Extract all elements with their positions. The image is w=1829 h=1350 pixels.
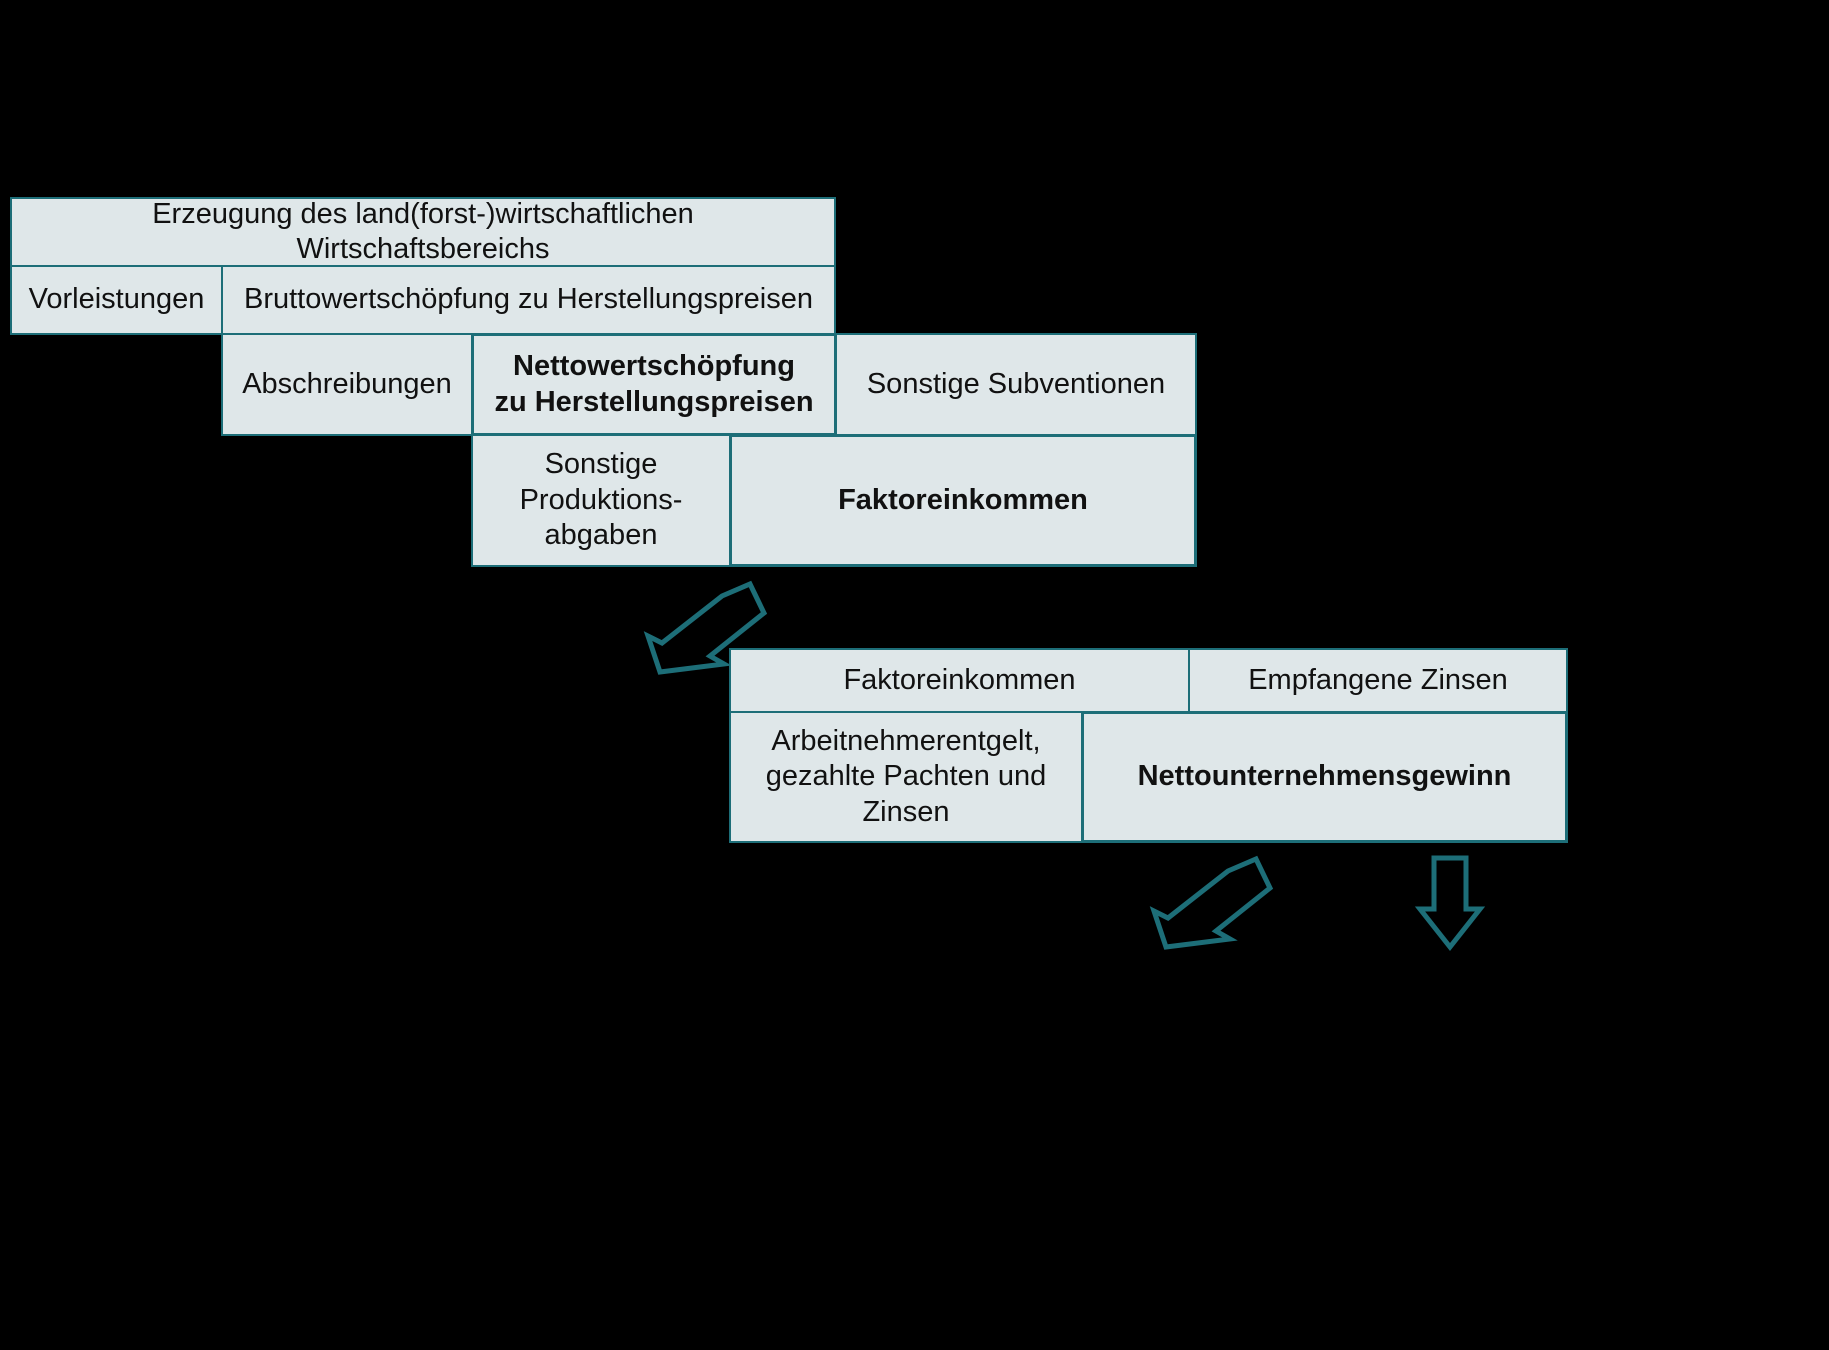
- box-sonstige-produktionsabgaben: Sonstige Produktions- abgaben: [471, 434, 731, 567]
- arrow-nettounternehmensgewinn-down-left: [1118, 855, 1278, 955]
- box-faktoreinkommen-top-label: Faktoreinkommen: [838, 483, 1088, 516]
- arrow-faktoreinkommen-down-left-icon: [643, 580, 768, 675]
- box-nettowertschoepfung: Nettowertschöpfung zu Herstellungspreise…: [471, 333, 837, 436]
- arrow-nettounternehmensgewinn-down-left-icon: [1149, 855, 1274, 950]
- box-sonstige-subventionen-label: Sonstige Subventionen: [866, 367, 1166, 400]
- arrow-nettounternehmensgewinn-down-icon: [1414, 855, 1486, 952]
- box-bruttowertschoepfung: Bruttowertschöpfung zu Herstellungspreis…: [221, 265, 836, 335]
- box-abschreibungen-label: Abschreibungen: [242, 367, 452, 400]
- box-arbeitnehmerentgelt-label: Arbeitnehmerentgelt, gezahlte Pachten un…: [765, 724, 1047, 828]
- box-bruttowertschoepfung-label: Bruttowertschöpfung zu Herstellungspreis…: [243, 283, 814, 316]
- box-nettounternehmensgewinn-label: Nettounternehmensgewinn: [1137, 760, 1512, 793]
- box-faktoreinkommen-top: Faktoreinkommen: [729, 434, 1197, 567]
- box-faktoreinkommen-bottom: Faktoreinkommen: [729, 648, 1190, 713]
- box-abschreibungen: Abschreibungen: [221, 333, 473, 436]
- box-vorleistungen-label: Vorleistungen: [28, 283, 205, 316]
- box-erzeugung-label: Erzeugung des land(forst-)wirtschaftlich…: [152, 197, 694, 265]
- box-sonstige-produktionsabgaben-label: Sonstige Produktions- abgaben: [519, 448, 683, 552]
- box-nettowertschoepfung-label: Nettowertschöpfung zu Herstellungspreise…: [494, 350, 814, 418]
- box-empfangene-zinsen-label: Empfangene Zinsen: [1248, 663, 1508, 696]
- box-empfangene-zinsen: Empfangene Zinsen: [1188, 648, 1568, 713]
- box-nettounternehmensgewinn: Nettounternehmensgewinn: [1081, 711, 1568, 843]
- box-vorleistungen: Vorleistungen: [10, 265, 223, 335]
- box-arbeitnehmerentgelt: Arbeitnehmerentgelt, gezahlte Pachten un…: [729, 711, 1083, 843]
- box-faktoreinkommen-bottom-label: Faktoreinkommen: [843, 663, 1076, 696]
- box-sonstige-subventionen: Sonstige Subventionen: [835, 333, 1197, 436]
- arrow-nettounternehmensgewinn-down: [1408, 855, 1498, 955]
- box-erzeugung: Erzeugung des land(forst-)wirtschaftlich…: [10, 197, 836, 267]
- arrow-faktoreinkommen-down-left: [612, 580, 772, 680]
